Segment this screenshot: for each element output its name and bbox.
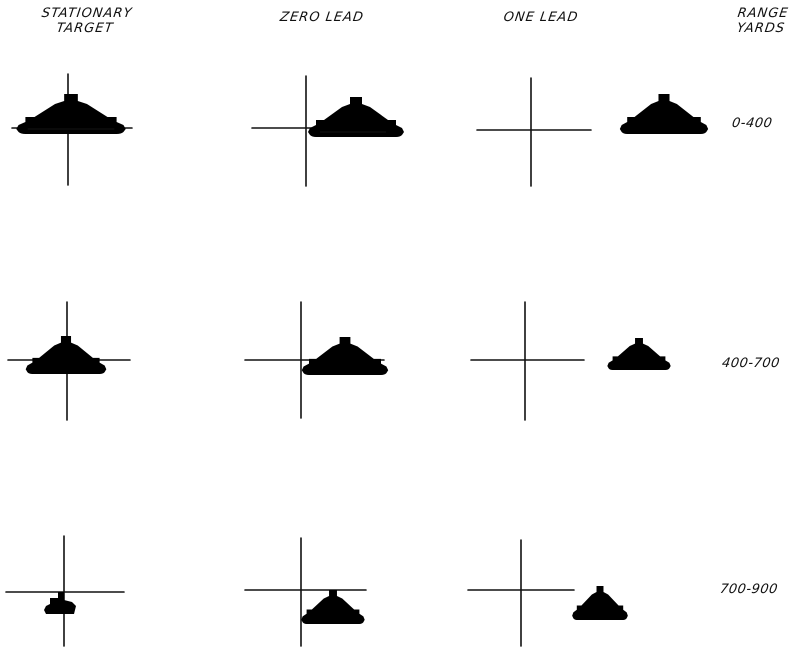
target-zero-lead-row3 [301, 590, 364, 624]
target-zero-lead-row1 [308, 97, 404, 137]
crosshair-stationary-row3 [6, 536, 124, 646]
target-stationary-row3 [44, 592, 76, 614]
target-one-lead-row1 [620, 94, 708, 134]
crosshair-one-lead-row2 [471, 302, 584, 420]
target-one-lead-row2 [607, 338, 670, 370]
target-stationary-row1 [16, 94, 125, 134]
crosshair-one-lead-row3 [468, 540, 574, 646]
target-stationary-row2 [26, 336, 107, 374]
crosshair-zero-lead-row3 [245, 538, 366, 646]
target-zero-lead-row2 [302, 337, 388, 375]
crosshair-one-lead-row1 [477, 78, 591, 186]
target-one-lead-row3 [572, 586, 628, 620]
